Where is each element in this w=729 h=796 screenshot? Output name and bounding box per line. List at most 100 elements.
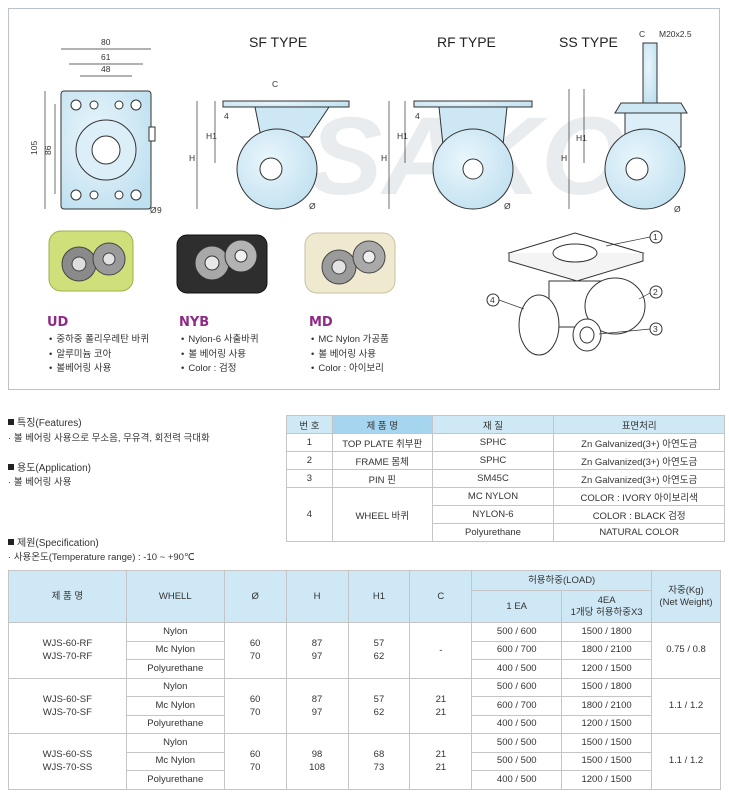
dia-value: 60 bbox=[249, 749, 261, 761]
cell: 1 bbox=[286, 433, 333, 452]
svg-text:Ø: Ø bbox=[674, 204, 681, 214]
svg-text:86: 86 bbox=[43, 145, 53, 155]
list-item: Nylon-6 사출바퀴 bbox=[181, 333, 258, 348]
list-item: 볼 베어링 사용 bbox=[181, 348, 259, 363]
list-item: 볼 베어링 사용 bbox=[311, 348, 389, 363]
svg-text:61: 61 bbox=[101, 52, 111, 62]
cell-load-4ea: 1500 / 1800 bbox=[561, 677, 652, 697]
model-name: WJS-60-SF bbox=[42, 693, 92, 705]
list-item: 알루미늄 코아 bbox=[49, 348, 149, 363]
cell: PIN 핀 bbox=[331, 469, 433, 488]
cell-wheel: Nylon bbox=[125, 733, 225, 753]
application-text: · 볼 베어링 사용 bbox=[8, 477, 72, 488]
wheel-code-nyb: NYB bbox=[179, 315, 210, 330]
list-item: Color : 아이보리 bbox=[311, 362, 389, 377]
weight-header-line: 자중(Kg) bbox=[668, 584, 704, 596]
cell: WHEEL 바퀴 bbox=[331, 487, 433, 542]
4ea-header-line: 1개당 허용하중X3 bbox=[570, 606, 643, 618]
wheel-features-md: MC Nylon 가공품 볼 베어링 사용 Color : 아이보리 bbox=[311, 333, 389, 377]
weight-header-line: (Net Weight) bbox=[659, 596, 713, 608]
cell: NYLON-6 bbox=[431, 505, 555, 524]
cell-weight: 1.1 / 1.2 bbox=[651, 733, 721, 790]
table-row: 2 FRAME 몸체 SPHC Zn Galvanized(3+) 아연도금 bbox=[286, 451, 725, 470]
col-header-weight: 자중(Kg) (Net Weight) bbox=[651, 570, 721, 623]
svg-text:M20x2.5: M20x2.5 bbox=[659, 29, 692, 39]
cell-wheel: Polyurethane bbox=[125, 770, 225, 790]
h-value: 97 bbox=[311, 651, 323, 663]
col-header-1ea: 1 EA bbox=[471, 590, 563, 623]
model-name: WJS-60-SS bbox=[42, 749, 93, 761]
cell: COLOR : IVORY 아이보리색 bbox=[553, 487, 725, 506]
c-value: 21 bbox=[435, 706, 447, 718]
svg-text:H: H bbox=[561, 153, 567, 163]
cell: Zn Galvanized(3+) 아연도금 bbox=[553, 433, 725, 452]
spec-table: 제 품 명 WHELL Ø H H1 C 허용하중(LOAD) 자중(Kg) (… bbox=[8, 570, 721, 790]
cell-load-1ea: 500 / 500 bbox=[471, 751, 563, 771]
cell-wheel: Mc Nylon bbox=[125, 696, 225, 716]
cell-weight: 0.75 / 0.8 bbox=[651, 622, 721, 679]
cell: COLOR : BLACK 검정 bbox=[553, 505, 725, 524]
cell: TOP PLATE 취부판 bbox=[331, 433, 433, 452]
svg-text:Ø: Ø bbox=[309, 201, 316, 211]
cell-load-1ea: 400 / 500 bbox=[471, 714, 563, 734]
h1-value: 73 bbox=[373, 762, 385, 774]
model-name: WJS-60-RF bbox=[42, 638, 93, 650]
cell-weight: 1.1 / 1.2 bbox=[651, 677, 721, 734]
svg-text:80: 80 bbox=[101, 37, 111, 47]
c-value: 21 bbox=[435, 762, 447, 774]
h-value: 108 bbox=[309, 762, 325, 774]
cell: Zn Galvanized(3+) 아연도금 bbox=[553, 469, 725, 488]
cell: SPHC bbox=[431, 433, 555, 452]
cell: Polyurethane bbox=[431, 523, 555, 542]
features-heading: 특징(Features) bbox=[8, 414, 82, 429]
sf-type-view: SF TYPE H H1 4 C Ø bbox=[189, 34, 350, 211]
svg-text:Ø: Ø bbox=[150, 205, 157, 215]
cell-c: - bbox=[409, 622, 473, 679]
ss-type-view: SS TYPE C M20x2.5 H H1 Ø bbox=[559, 29, 692, 214]
h1-value: 62 bbox=[373, 651, 385, 663]
top-plate-view: 80 61 48 105 86 9 Ø bbox=[29, 37, 162, 215]
cell-wheel: Nylon bbox=[125, 622, 225, 642]
col-header-c: C bbox=[409, 570, 473, 623]
svg-text:C: C bbox=[639, 29, 645, 39]
drawing-panel: SAKO 80 61 48 105 86 9 Ø bbox=[8, 8, 720, 390]
svg-text:9: 9 bbox=[157, 205, 162, 215]
features-text: · 볼 베어링 사용으로 무소음, 무유격, 회전력 극대화 bbox=[8, 433, 210, 444]
cell: MC NYLON bbox=[431, 487, 555, 506]
cell-load-4ea: 1200 / 1500 bbox=[561, 770, 652, 790]
svg-text:H1: H1 bbox=[397, 131, 408, 141]
list-item: 볼베어링 사용 bbox=[49, 362, 149, 377]
cell-load-4ea: 1200 / 1500 bbox=[561, 714, 652, 734]
technical-drawings: SAKO 80 61 48 105 86 9 Ø bbox=[29, 29, 692, 356]
wheel-photo-md bbox=[304, 232, 396, 294]
spec-text: · 사용온도(Temperature range) : -10 ~ +90℃ bbox=[8, 552, 195, 563]
materials-table: 번 호 제 품 명 재 질 표면처리 1 TOP PLATE 취부판 SPHC … bbox=[286, 415, 725, 542]
cell-load-4ea: 1500 / 1500 bbox=[561, 733, 652, 753]
cell: 4 bbox=[286, 487, 333, 542]
list-item: 중하중 폴리우레탄 바퀴 bbox=[49, 333, 149, 348]
cell-wheel: Mc Nylon bbox=[125, 751, 225, 771]
h-value: 98 bbox=[311, 749, 323, 761]
h-value: 97 bbox=[311, 706, 323, 718]
col-header-dia: Ø bbox=[223, 570, 287, 623]
col-header-h1: H1 bbox=[347, 570, 411, 623]
h1-value: 68 bbox=[373, 749, 385, 761]
table-header-row: 1 EA 4EA 1개당 허용하중X3 bbox=[9, 590, 721, 623]
svg-text:H1: H1 bbox=[206, 131, 217, 141]
cell-load-4ea: 1800 / 2100 bbox=[561, 640, 652, 660]
svg-text:2: 2 bbox=[653, 287, 658, 297]
wheel-code-md: MD bbox=[309, 315, 333, 330]
wheel-photo-ud bbox=[48, 230, 134, 292]
